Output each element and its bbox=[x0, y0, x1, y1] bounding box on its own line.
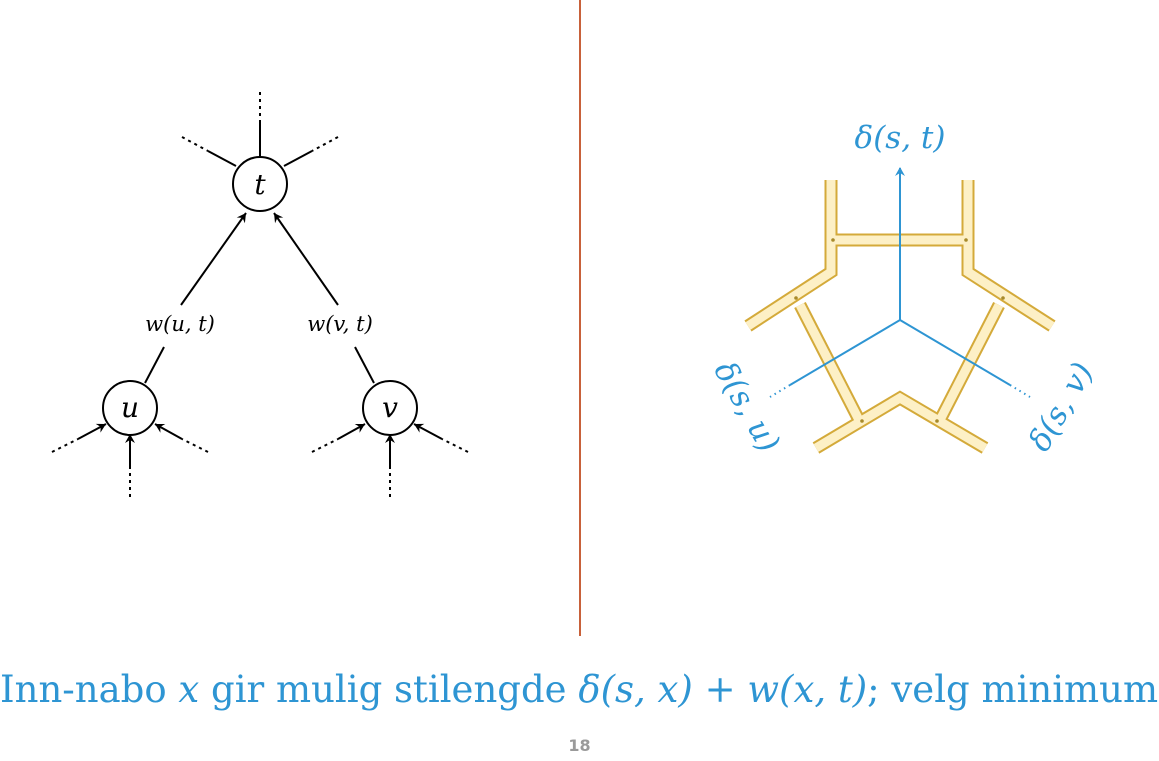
edge-in-v-right-dash bbox=[441, 438, 469, 453]
edge-stub-t-right bbox=[311, 136, 339, 152]
node-v-label: v bbox=[382, 391, 398, 424]
edge-stub-t-right-solid bbox=[283, 150, 313, 167]
caption-formula: δ(s, x) + w(x, t) bbox=[578, 668, 868, 711]
slide-caption: Inn-nabo x gir mulig stilengde δ(s, x) +… bbox=[0, 668, 1159, 711]
node-v bbox=[362, 380, 418, 436]
edge-stub-t-left-solid bbox=[207, 150, 237, 167]
label-delta-s-v: δ(s, v) bbox=[1022, 356, 1101, 457]
edge-in-u-left-dash bbox=[51, 438, 79, 453]
edge-in-u-right bbox=[154, 423, 183, 440]
edge-stub-t-left bbox=[181, 136, 209, 152]
edge-v-t-upper bbox=[273, 212, 339, 306]
caption-pre: Inn-nabo bbox=[0, 668, 179, 711]
caption-post: ; velg minimum! bbox=[867, 668, 1159, 711]
column-divider bbox=[579, 0, 581, 636]
edge-v-t-lower bbox=[354, 346, 375, 384]
edge-in-u-left bbox=[77, 423, 107, 440]
edge-in-v-right bbox=[413, 423, 443, 440]
path-from-u bbox=[789, 319, 901, 386]
node-u bbox=[102, 380, 158, 436]
edge-label-ut: w(u, t) bbox=[145, 312, 215, 336]
node-u-label: u bbox=[121, 391, 139, 424]
edge-in-v-left bbox=[337, 423, 366, 440]
label-delta-s-u: δ(s, u) bbox=[706, 355, 786, 458]
edge-u-t-upper bbox=[180, 212, 247, 306]
maze-diagram: δ(s, t) δ(s, u) δ(s, v) bbox=[706, 120, 1101, 459]
graph-diagram: w(u, t) w(v, t) t u v bbox=[51, 92, 469, 497]
caption-var-x: x bbox=[178, 668, 200, 711]
path-from-v-dots bbox=[1009, 384, 1031, 398]
label-delta-s-t: δ(s, t) bbox=[855, 120, 946, 156]
edge-in-v-left-dash bbox=[311, 438, 339, 453]
node-t bbox=[232, 156, 288, 212]
edge-u-t-lower bbox=[144, 346, 165, 384]
path-from-v bbox=[899, 319, 1011, 386]
edge-in-u-right-dash bbox=[181, 438, 209, 453]
path-from-u-dots bbox=[769, 384, 791, 398]
edge-label-vt: w(v, t) bbox=[307, 312, 373, 336]
shortest-path-tree bbox=[769, 167, 1031, 398]
node-t-label: t bbox=[254, 168, 266, 201]
caption-mid: gir mulig stilengde bbox=[199, 668, 579, 711]
page-number: 18 bbox=[568, 736, 591, 755]
